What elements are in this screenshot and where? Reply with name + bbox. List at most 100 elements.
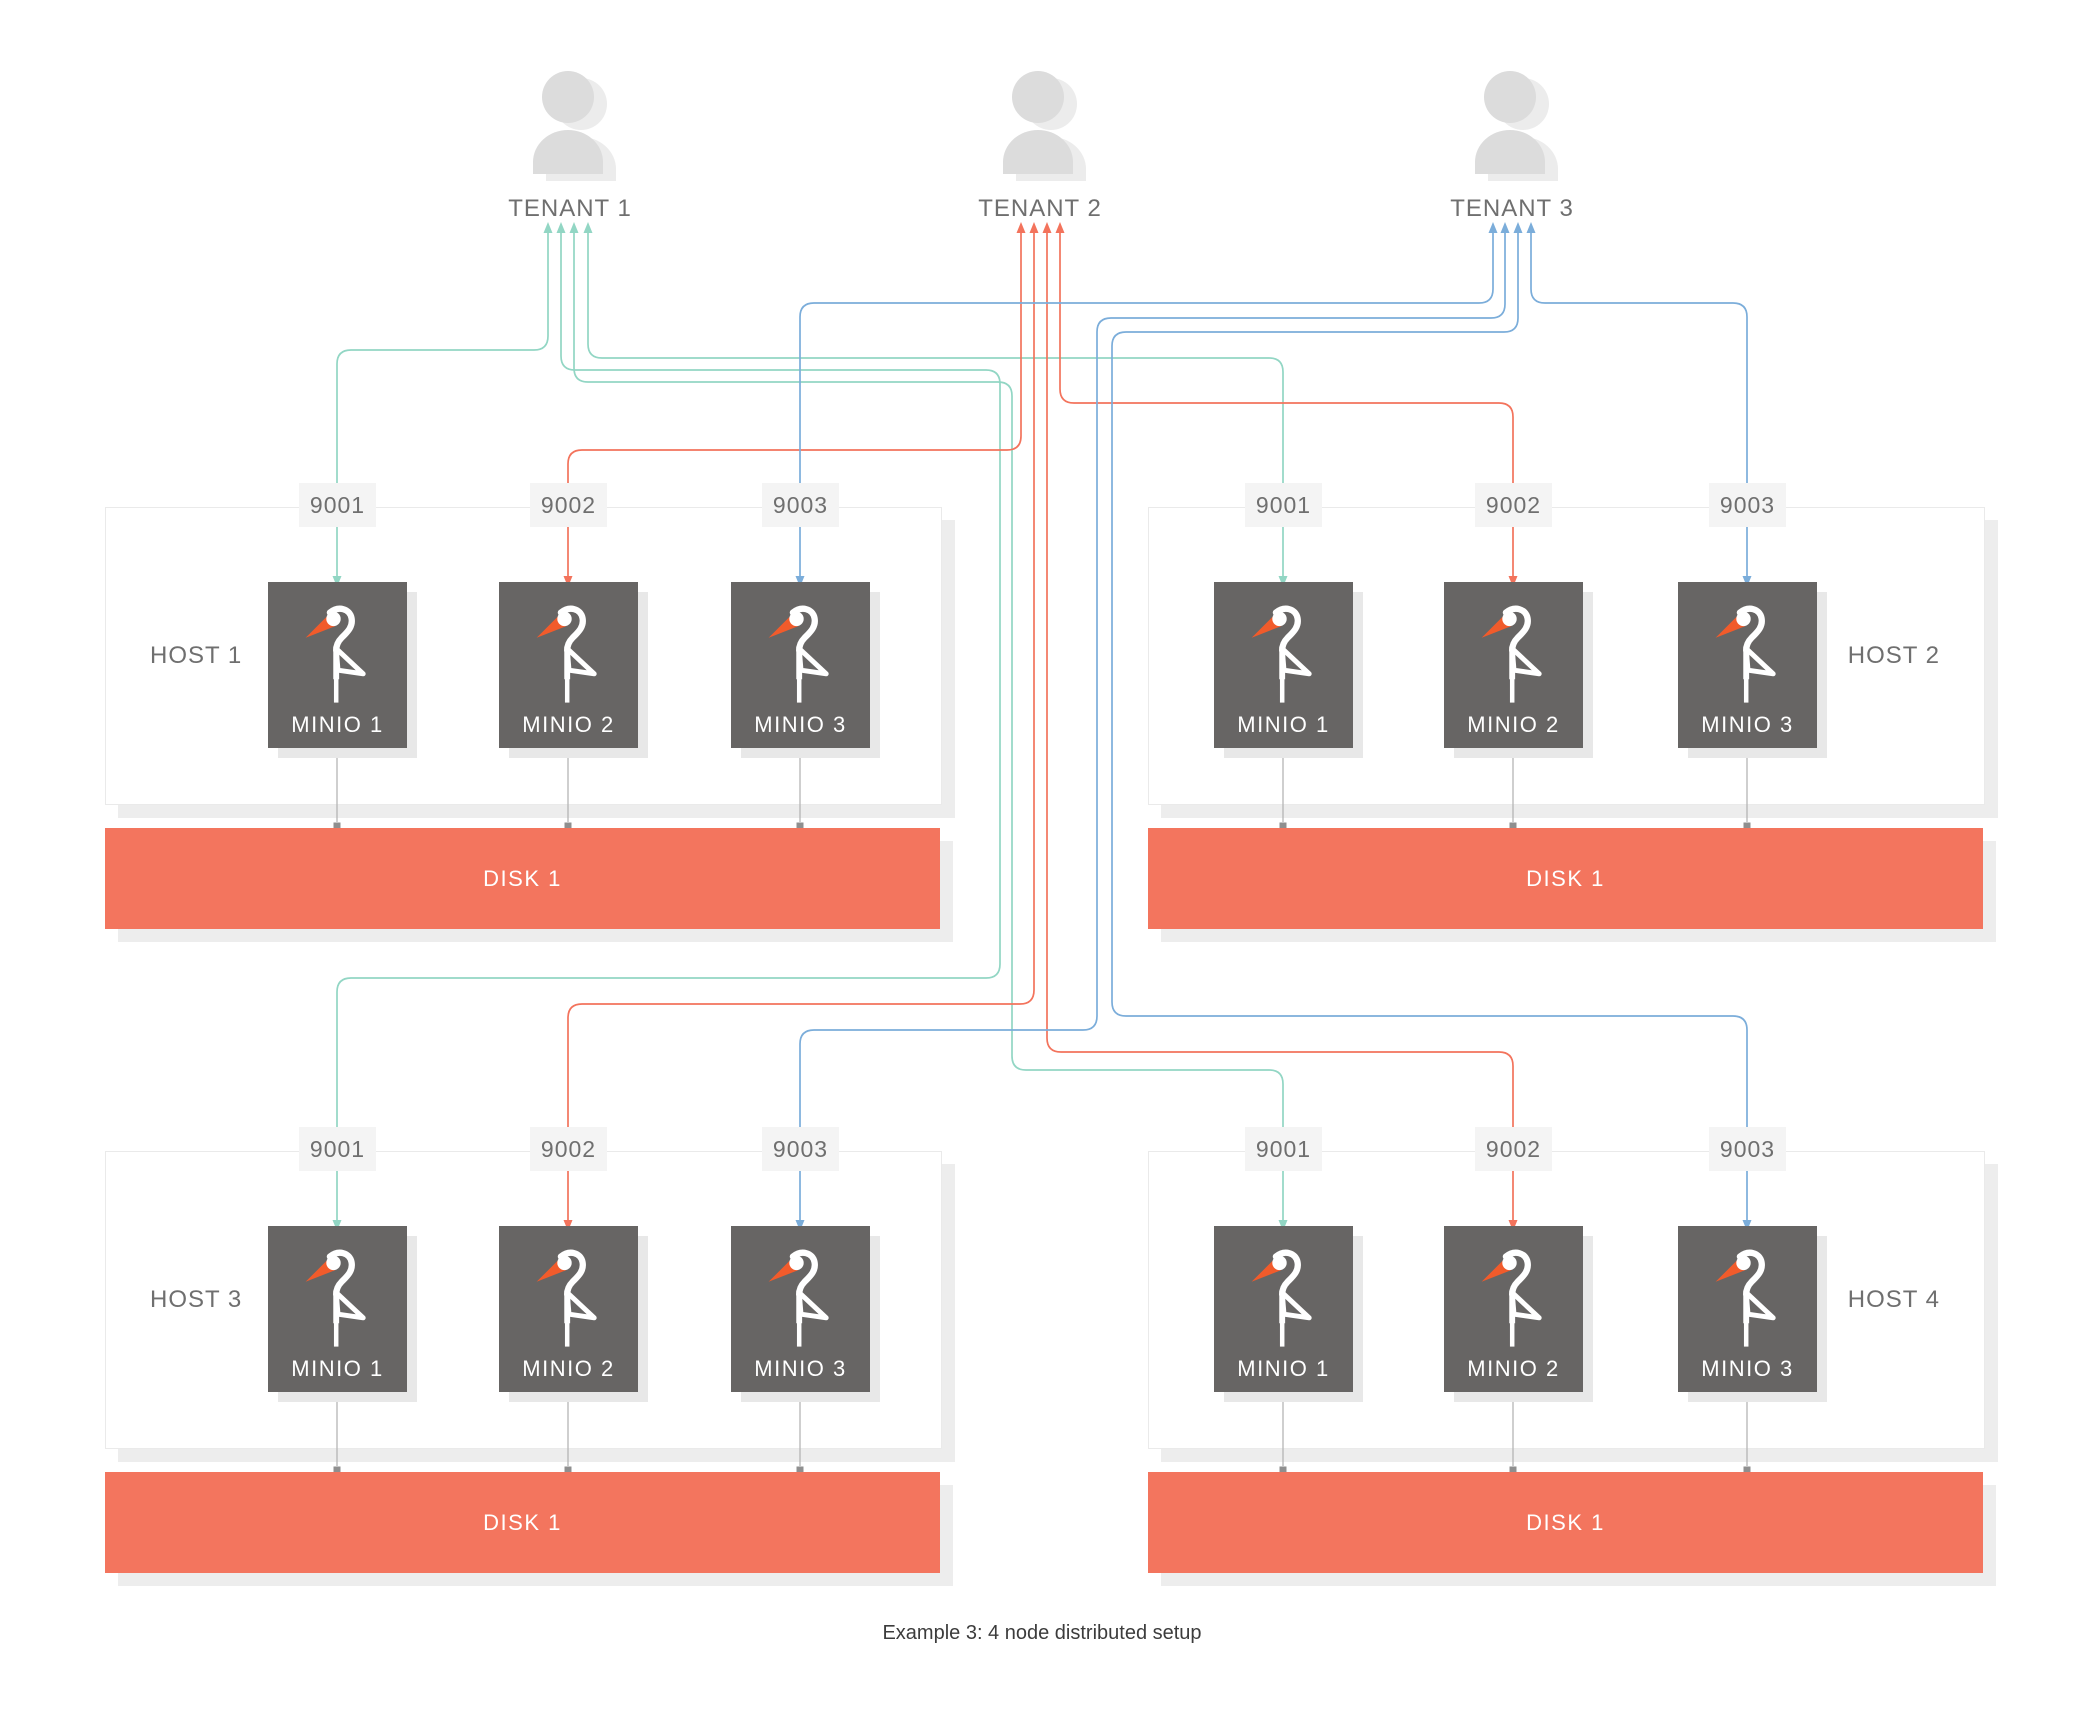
wire-tenant-1-to-host-1 [336, 232, 549, 577]
wire-endpoint-square [1743, 1389, 1751, 1397]
minio-logo [768, 605, 829, 703]
minio-node-label: MINIO 3 [754, 1356, 847, 1381]
host-3-port-9001: 9001 [299, 1127, 376, 1171]
arrow-up-icon [1055, 222, 1065, 233]
host-3-minio-3: MINIO 3 [731, 1226, 870, 1392]
wire-tenant-3-to-host-1 [799, 232, 1494, 577]
host-1-disk: DISK 1 [105, 828, 940, 929]
arrow-up-icon [1500, 222, 1510, 233]
arrow-down-icon [1278, 1220, 1288, 1231]
arrow-down-icon [1508, 576, 1518, 587]
person-icon [533, 71, 616, 181]
arrow-up-icon [1526, 222, 1536, 233]
wire-tenant-1-to-host-2 [587, 232, 1284, 577]
host-4-label: HOST 4 [1847, 1286, 1940, 1313]
minio-logo [1481, 605, 1542, 703]
host-2-disk: DISK 1 [1148, 828, 1983, 929]
minio-logo [1715, 1249, 1776, 1347]
arrow-up-icon [556, 222, 566, 233]
host-4-port-9002: 9002 [1475, 1127, 1552, 1171]
arrow-up-icon [583, 222, 593, 233]
minio-node-label: MINIO 2 [1467, 712, 1560, 737]
tenant-1: TENANT 1 [500, 52, 640, 223]
wire-endpoint-square [1743, 745, 1751, 753]
wire-endpoint-square [564, 822, 572, 830]
wire-endpoint-square [1279, 1466, 1287, 1474]
host-3-minio-2: MINIO 2 [499, 1226, 638, 1392]
host-1-port-9001: 9001 [299, 483, 376, 527]
minio-logo [536, 605, 597, 703]
wire-tenant-3-to-host-3 [799, 232, 1506, 1221]
wire-endpoint-square [1509, 1466, 1517, 1474]
wire-tenant-1-to-host-3 [336, 232, 1001, 1221]
minio-node-label: MINIO 2 [522, 1356, 615, 1381]
wire-endpoint-square [1743, 822, 1751, 830]
arrow-up-icon [1042, 222, 1052, 233]
minio-node-label: MINIO 1 [291, 1356, 384, 1381]
wire-endpoint-square [1279, 822, 1287, 830]
host-2-minio-2: MINIO 2 [1444, 582, 1583, 748]
minio-logo [1251, 605, 1312, 703]
host-2-port-9002: 9002 [1475, 483, 1552, 527]
host-3-minio-1: MINIO 1 [268, 1226, 407, 1392]
arrow-down-icon [795, 1220, 805, 1231]
wire-endpoint-square [1509, 1389, 1517, 1397]
host-1-port-9002: 9002 [530, 483, 607, 527]
arrow-down-icon [563, 1220, 573, 1231]
arrow-down-icon [1742, 1220, 1752, 1231]
host-3-disk: DISK 1 [105, 1472, 940, 1573]
minio-logo [1481, 1249, 1542, 1347]
arrow-down-icon [1508, 1220, 1518, 1231]
wire-endpoint-square [1279, 1389, 1287, 1397]
diagram-caption: Example 3: 4 node distributed setup [882, 1622, 1202, 1644]
host-2-port-9001: 9001 [1245, 483, 1322, 527]
wire-endpoint-square [1509, 822, 1517, 830]
wire-endpoint-square [1279, 745, 1287, 753]
wire-tenant-2-to-host-1 [567, 232, 1022, 577]
minio-logo [768, 1249, 829, 1347]
minio-node-label: MINIO 3 [754, 712, 847, 737]
arrow-down-icon [1278, 576, 1288, 587]
wire-endpoint-square [333, 822, 341, 830]
host-3-label: HOST 3 [150, 1286, 243, 1313]
arrow-up-icon [1513, 222, 1523, 233]
wire-tenant-1-to-host-4 [573, 232, 1284, 1221]
host-4-port-9001: 9001 [1245, 1127, 1322, 1171]
host-4-minio-3: MINIO 3 [1678, 1226, 1817, 1392]
host-3-port-9002: 9002 [530, 1127, 607, 1171]
host-4-minio-2: MINIO 2 [1444, 1226, 1583, 1392]
arrow-down-icon [795, 576, 805, 587]
minio-logo [1251, 1249, 1312, 1347]
minio-node-label: MINIO 1 [291, 712, 384, 737]
wire-endpoint-square [564, 745, 572, 753]
minio-node-label: MINIO 1 [1237, 1356, 1330, 1381]
host-1-minio-1: MINIO 1 [268, 582, 407, 748]
wire-endpoint-square [796, 822, 804, 830]
tenant-3: TENANT 3 [1442, 52, 1582, 223]
arrow-up-icon [1029, 222, 1039, 233]
wire-endpoint-square [1743, 1466, 1751, 1474]
wire-tenant-3-to-host-4 [1111, 232, 1748, 1221]
wire-endpoint-square [564, 1389, 572, 1397]
minio-node-label: MINIO 2 [522, 712, 615, 737]
person-icon [1475, 71, 1558, 181]
minio-node-label: MINIO 2 [1467, 1356, 1560, 1381]
arrow-up-icon [1016, 222, 1026, 233]
minio-logo [305, 605, 366, 703]
minio-logo [305, 1249, 366, 1347]
host-1-port-9003: 9003 [762, 483, 839, 527]
minio-node-label: MINIO 1 [1237, 712, 1330, 737]
tenant-label: TENANT 1 [508, 195, 632, 222]
wire-tenant-2-to-host-4 [1046, 232, 1514, 1221]
host-1-minio-3: MINIO 3 [731, 582, 870, 748]
tenant-label: TENANT 2 [978, 195, 1102, 222]
host-4-minio-1: MINIO 1 [1214, 1226, 1353, 1392]
minio-node-label: MINIO 3 [1701, 712, 1794, 737]
minio-logo [1715, 605, 1776, 703]
host-1-label: HOST 1 [150, 642, 243, 669]
wire-endpoint-square [564, 1466, 572, 1474]
tenant-2: TENANT 2 [970, 52, 1110, 223]
arrow-up-icon [1488, 222, 1498, 233]
